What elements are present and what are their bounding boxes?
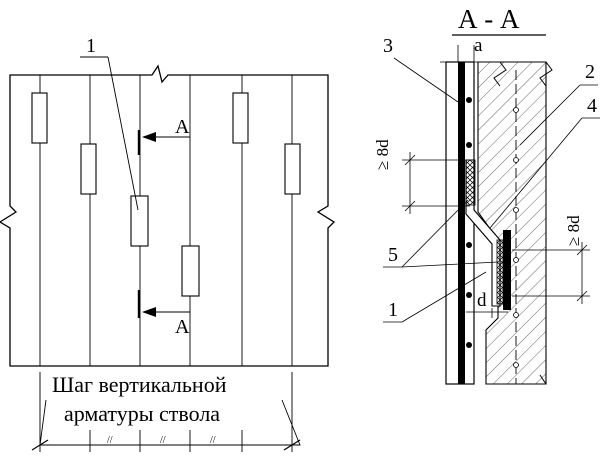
splice-plates [31, 92, 301, 297]
dim-tick-1: // [107, 435, 113, 446]
label-2: 2 [585, 61, 595, 83]
dim-a [440, 45, 480, 63]
plan-view: 1 A A Шаг вертикальной арматуры ствола [0, 35, 336, 452]
concrete-body [477, 61, 547, 385]
dim-left-label: ≥ 8d [373, 139, 392, 170]
weld-lower [496, 239, 504, 305]
label-a: a [474, 35, 483, 56]
dim-tick-2: // [160, 435, 166, 446]
dim-right-8d [512, 242, 590, 304]
rebar-3 [458, 62, 465, 384]
label-5: 5 [388, 244, 398, 266]
dim-tick-3: // [210, 435, 216, 446]
dim-d [466, 308, 508, 318]
weld-upper [465, 159, 476, 206]
section-view: А - А [373, 4, 600, 385]
callout-1: 1 [80, 35, 139, 211]
dim-right-label: ≥ 8d [564, 215, 583, 246]
section-marker-top: A [137, 116, 190, 155]
caption-line-1: Шаг вертикальной [52, 372, 227, 397]
plan-outline [0, 64, 336, 367]
dim-left-8d [402, 152, 470, 214]
section-title: А - А [458, 4, 520, 34]
label-d: d [477, 290, 487, 311]
marker-1-label: 1 [86, 35, 96, 57]
label-1: 1 [388, 299, 398, 321]
vertical-rebars [39, 75, 293, 366]
splice-plate-4 [503, 230, 511, 310]
label-3: 3 [383, 35, 393, 57]
section-label-top: A [175, 116, 190, 138]
inner-rebar-circles [513, 107, 519, 368]
step-dimension [31, 372, 301, 452]
label-4: 4 [587, 95, 597, 117]
caption-line-2: арматуры ствола [64, 401, 220, 426]
section-marker-bottom: A [137, 290, 190, 338]
section-label-bottom: A [175, 316, 190, 338]
